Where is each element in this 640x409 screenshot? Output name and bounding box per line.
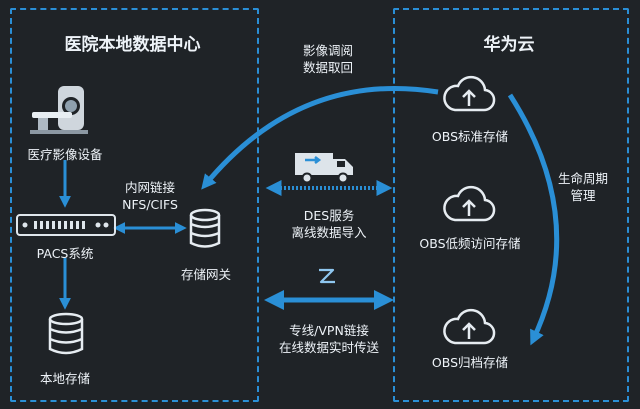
- vpn-line-1: 专线/VPN链接: [289, 323, 369, 338]
- retrieval-line-2: 数据取回: [302, 60, 353, 75]
- hospital-datacenter-panel: [10, 8, 259, 402]
- gateway-database-icon: [189, 208, 221, 248]
- retrieval-line-1: 影像调阅: [302, 43, 353, 58]
- lifecycle-line-2: 管理: [570, 188, 596, 203]
- arrow-retrieval-curve: [201, 86, 439, 190]
- des-label: DES服务 离线数据导入: [272, 207, 386, 241]
- lifecycle-line-1: 生命周期: [557, 171, 608, 186]
- storage-gateway-label: 存储网关: [180, 267, 231, 282]
- des-line-1: DES服务: [303, 208, 355, 223]
- pacs-label: PACS系统: [36, 246, 94, 261]
- arrow-lifecycle-curve: [507, 93, 560, 346]
- intranet-link-line-1: 内网链接: [124, 180, 175, 195]
- obs-infrequent-label: OBS低频访问存储: [419, 236, 521, 251]
- retrieval-label: 影像调阅 数据取回: [283, 42, 373, 76]
- intranet-link-label: 内网链接 NFS/CIFS: [100, 179, 200, 213]
- vpn-label: 专线/VPN链接 在线数据实时传送: [262, 322, 396, 356]
- hospital-datacenter-title: 医院本地数据中心: [64, 35, 201, 55]
- truck-icon: [295, 153, 353, 184]
- intranet-link-line-2: NFS/CIFS: [122, 197, 178, 212]
- cloud-upload-icon: [443, 75, 496, 112]
- huawei-cloud-title: 华为云: [483, 35, 535, 55]
- cloud-upload-icon: [443, 185, 496, 222]
- huawei-cloud-panel: [393, 8, 629, 402]
- vpn-line-2: 在线数据实时传送: [278, 340, 379, 355]
- lifecycle-label: 生命周期 管理: [548, 170, 618, 204]
- link-bolt-icon: [319, 268, 335, 284]
- cloud-upload-icon: [443, 308, 496, 345]
- imaging-device-label: 医疗影像设备: [27, 147, 103, 162]
- obs-standard-label: OBS标准存储: [431, 129, 509, 144]
- ct-scanner-icon: [30, 86, 88, 134]
- obs-archive-label: OBS归档存储: [431, 355, 509, 370]
- database-icon: [48, 312, 84, 355]
- server-icon: [16, 214, 116, 236]
- des-line-2: 离线数据导入: [291, 225, 367, 240]
- local-storage-label: 本地存储: [39, 371, 90, 386]
